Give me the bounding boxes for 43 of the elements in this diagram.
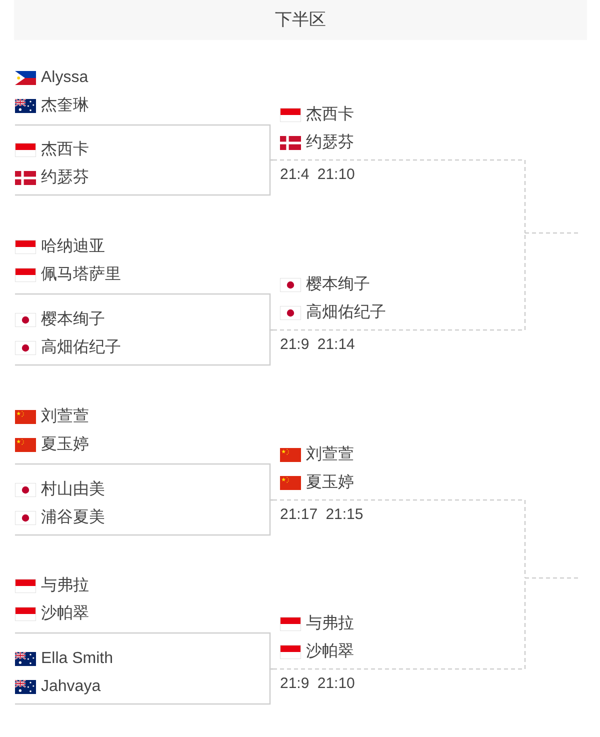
player-name: 约瑟芬: [41, 168, 89, 188]
player-name: 樱本绚子: [41, 310, 105, 330]
bracket-line: [273, 578, 526, 670]
bracket-line: [15, 499, 274, 536]
player-name: 樱本绚子: [306, 275, 370, 295]
player-name: 杰西卡: [306, 105, 354, 125]
player-name: 哈纳迪亚: [41, 237, 105, 257]
bracket-line: [525, 577, 580, 579]
player-name: 杰西卡: [41, 140, 89, 160]
player-name: 沙帕翠: [41, 604, 89, 624]
player-name: 刘萱萱: [41, 407, 89, 427]
player-name: Alyssa: [41, 68, 88, 88]
bracket-line: [525, 232, 580, 234]
player-name: 杰奎琳: [41, 96, 89, 116]
player-name: 村山由美: [41, 480, 105, 500]
player-name: 夏玉婷: [306, 473, 354, 493]
bracket-line: [15, 668, 274, 705]
player-name: Ella Smith: [41, 649, 114, 669]
match-score: 21:9 21:10: [280, 675, 355, 693]
bracket-line: [15, 463, 274, 501]
bracket-line: [273, 159, 526, 233]
section-title: 下半区: [275, 9, 326, 31]
player-name: 浦谷夏美: [41, 508, 105, 528]
bracket-line: [273, 233, 526, 331]
player-name: 夏玉婷: [41, 435, 89, 455]
match-score: 21:17 21:15: [280, 506, 364, 524]
player-name: 与弗拉: [41, 576, 89, 596]
player-name: 约瑟芬: [306, 133, 354, 153]
player-name: 高畑佑纪子: [306, 303, 386, 323]
bracket-line: [15, 293, 274, 331]
player-name: 沙帕翠: [306, 642, 354, 662]
match-score: 21:9 21:14: [280, 336, 355, 354]
bracket-line: [15, 329, 274, 366]
bracket-line: [15, 159, 274, 196]
player-name: 刘萱萱: [306, 445, 354, 465]
player-name: 与弗拉: [306, 614, 354, 634]
bracket-line: [15, 124, 274, 161]
player-name: 佩马塔萨里: [41, 265, 121, 285]
player-name: 高畑佑纪子: [41, 338, 121, 358]
player-name: Jahvaya: [41, 677, 101, 697]
bracket-line: [15, 632, 274, 670]
match-score: 21:4 21:10: [280, 166, 355, 184]
bracket-line: [273, 499, 526, 578]
